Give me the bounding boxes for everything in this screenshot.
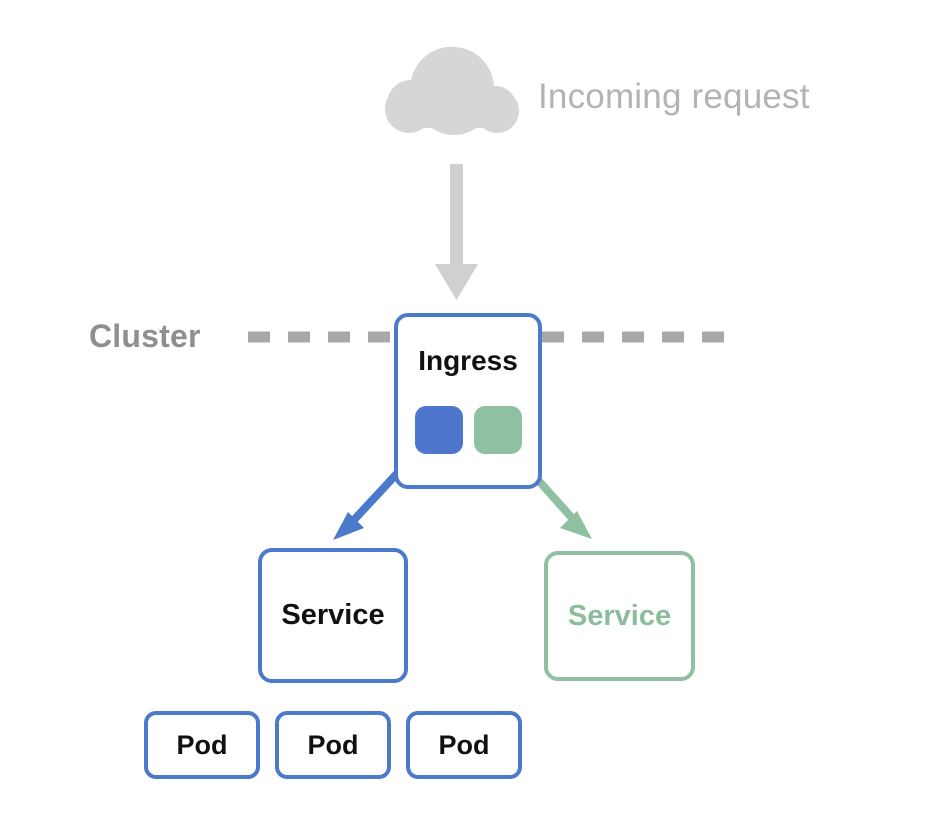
ingress-blue-chip-icon: [415, 406, 463, 454]
pod-node-3-label: Pod: [438, 729, 490, 760]
ingress-node[interactable]: Ingress: [394, 313, 542, 489]
service-blue-node-label: Service: [281, 599, 385, 631]
service-blue-node[interactable]: Service: [258, 548, 408, 683]
pod-node-3[interactable]: Pod: [406, 711, 522, 779]
cluster-label: Cluster: [89, 318, 201, 354]
incoming-request-label: Incoming request: [538, 77, 810, 116]
ingress-green-chip-icon: [474, 406, 522, 454]
cloud-to-ingress-arrow: [435, 164, 478, 300]
pod-node-2-label: Pod: [307, 729, 359, 760]
cloud-icon: [385, 46, 519, 135]
pod-node-1-label: Pod: [176, 729, 228, 760]
pod-node-2[interactable]: Pod: [275, 711, 391, 779]
service-green-node-label: Service: [567, 599, 672, 632]
ingress-node-label: Ingress: [418, 345, 518, 376]
service-green-node[interactable]: Service: [544, 551, 695, 681]
pod-node-1[interactable]: Pod: [144, 711, 260, 779]
